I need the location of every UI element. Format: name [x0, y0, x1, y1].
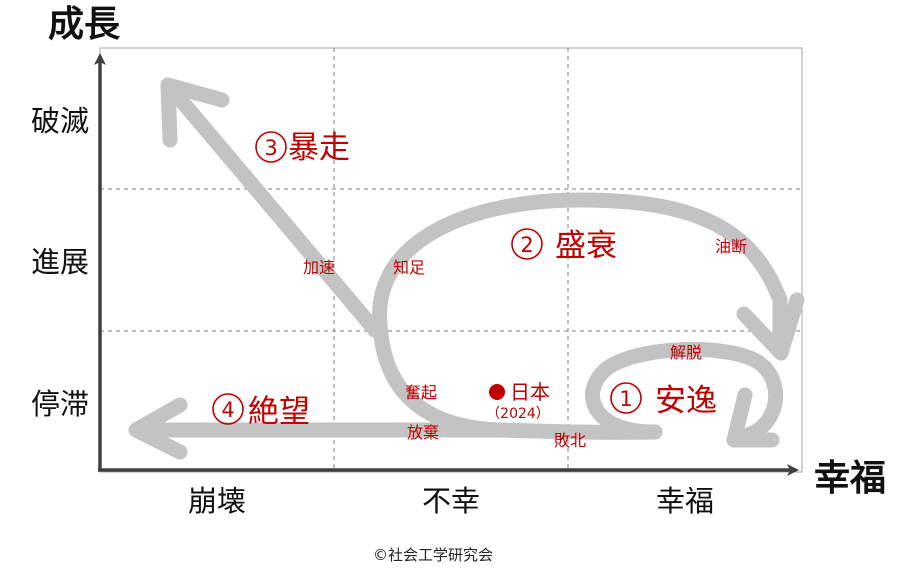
- japan-marker: 日本 （2024）: [486, 380, 550, 422]
- despair-arrowhead: [128, 397, 188, 460]
- column-label-collapse: 崩壊: [188, 484, 246, 518]
- flow-label-despair: 4 絶望: [212, 393, 310, 430]
- rise-fall-arrowhead: [736, 292, 805, 361]
- flow-number-3: 3: [264, 136, 277, 160]
- flow-number-1: 1: [619, 387, 632, 411]
- column-label-happiness: 幸福: [656, 484, 714, 518]
- number-ring-3: [255, 131, 287, 163]
- transition-awareness: 知足: [393, 258, 425, 277]
- transition-oil-shortage: 油断: [715, 237, 747, 256]
- number-ring-2: [511, 228, 543, 260]
- transition-defeat: 敗北: [554, 431, 586, 450]
- x-axis-title: 幸福: [814, 458, 886, 499]
- japan-marker-label: 日本: [510, 380, 550, 404]
- row-label-ruin: 破滅: [31, 104, 89, 138]
- transition-acceleration: 加速: [303, 258, 335, 277]
- comfort-loop-arrow: [585, 341, 784, 443]
- row-label-stagnation: 停滞: [31, 387, 89, 421]
- flow-title-despair: 絶望: [248, 394, 310, 430]
- column-label-unhappiness: 不幸: [422, 484, 480, 518]
- comfort-arrowhead: [726, 387, 780, 448]
- japan-marker-dot: [489, 384, 505, 400]
- flow-number-2: 2: [520, 233, 533, 257]
- flow-arrows: [128, 77, 805, 460]
- flow-label-comfort: 1 安逸: [610, 382, 717, 419]
- transition-abandon: 放棄: [407, 423, 439, 442]
- flow-title-runaway: 暴走: [288, 130, 350, 166]
- transition-escape: 解脱: [670, 343, 702, 362]
- row-label-progress: 進展: [31, 245, 89, 279]
- y-axis-title: 成長: [48, 4, 121, 45]
- flow-number-4: 4: [221, 398, 234, 422]
- number-ring-1: [610, 382, 642, 414]
- runaway-arrowhead: [160, 77, 230, 148]
- copyright-text: ©社会工学研究会: [373, 546, 493, 564]
- flow-label-runaway: 3 暴走: [255, 130, 350, 166]
- number-ring-4: [212, 393, 244, 425]
- runaway-arrow: [166, 84, 383, 338]
- flow-title-rise-fall: 盛衰: [555, 228, 617, 264]
- flow-label-rise-fall: 2 盛衰: [511, 228, 617, 264]
- transition-uprising: 奮起: [405, 383, 437, 402]
- flow-title-comfort: 安逸: [655, 383, 717, 419]
- japan-marker-year: （2024）: [486, 406, 550, 422]
